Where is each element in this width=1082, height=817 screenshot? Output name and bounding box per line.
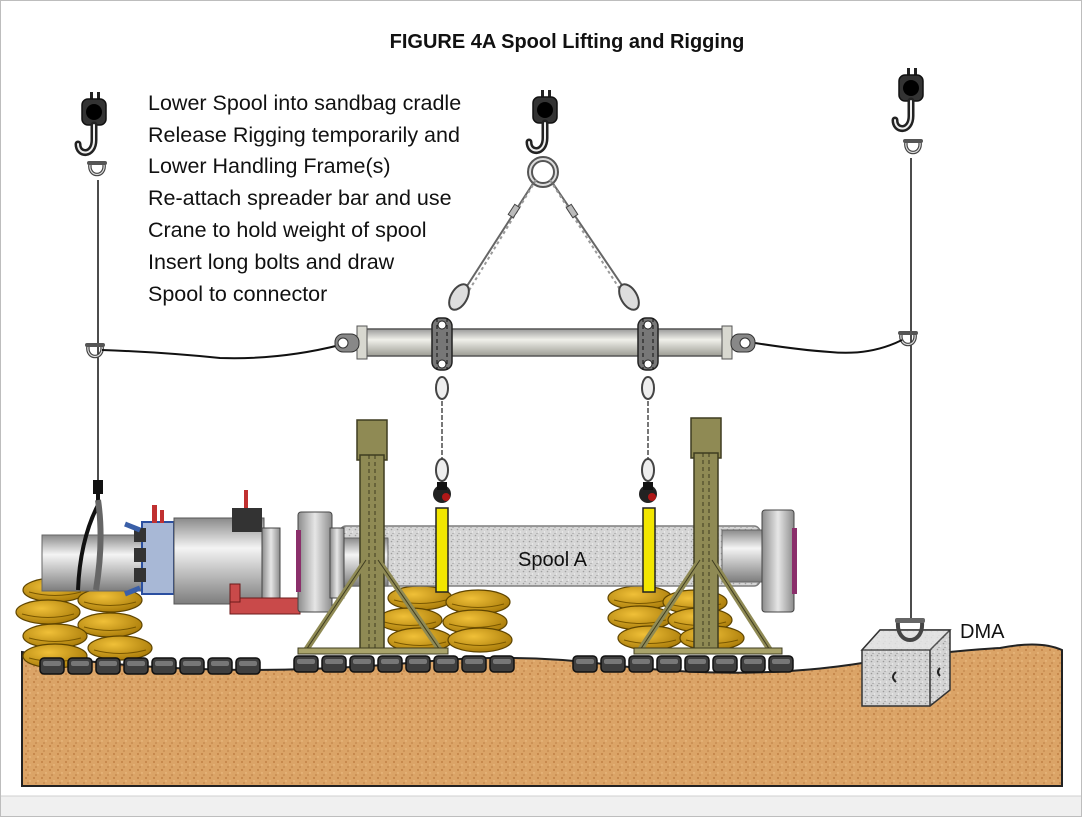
instruction-line: Spool to connector	[148, 282, 327, 306]
spool-label: Spool A	[518, 549, 588, 571]
lifting-straps	[433, 482, 657, 593]
instructions-list: Lower Spool into sandbag cradle Release …	[148, 91, 461, 306]
left-guide-wire	[101, 344, 341, 360]
mud-mats	[39, 655, 794, 675]
handling-frame-left	[297, 419, 449, 655]
lower-slings	[435, 376, 655, 482]
spreader-bar	[334, 317, 756, 371]
figure-title: FIGURE 4A Spool Lifting and Rigging	[390, 31, 745, 53]
instruction-line: Insert long bolts and draw	[148, 250, 395, 274]
handling-frame-right	[633, 417, 783, 655]
instruction-line: Lower Handling Frame(s)	[148, 154, 391, 178]
dma-block	[860, 618, 952, 707]
dma-label: DMA	[960, 621, 1005, 643]
connector-assembly	[15, 480, 301, 669]
sling-legs	[457, 179, 633, 303]
instruction-line: Crane to hold weight of spool	[148, 218, 426, 242]
instruction-line: Release Rigging temporarily and	[148, 123, 460, 147]
instruction-line: Re-attach spreader bar and use	[148, 186, 452, 210]
right-guide-wire	[754, 339, 903, 354]
instruction-line: Lower Spool into sandbag cradle	[148, 91, 461, 115]
